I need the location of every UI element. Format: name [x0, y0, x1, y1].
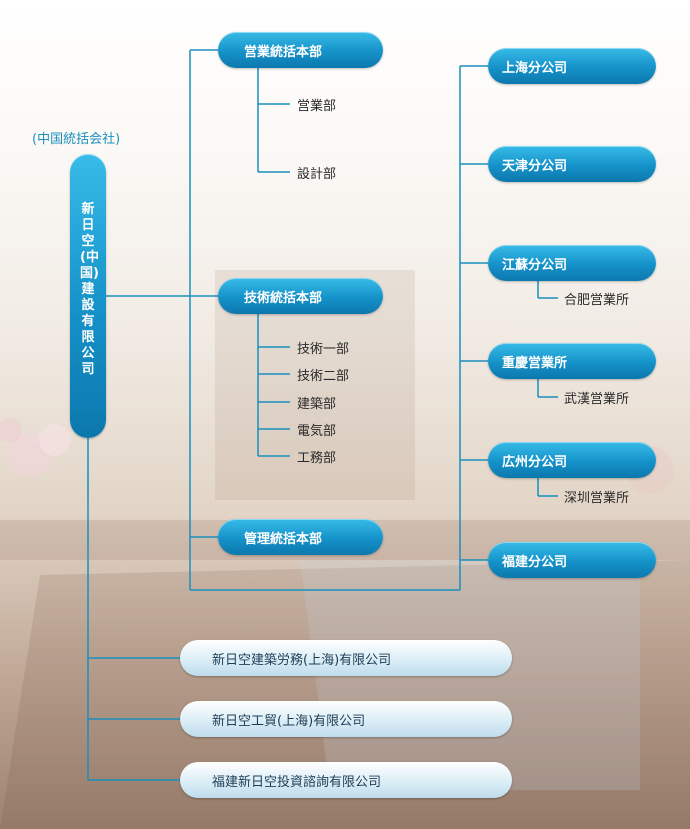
hq-name: 技術統括本部: [244, 290, 323, 306]
department-label: 営業部: [297, 99, 337, 114]
subsidiary-node: 新日空工貿(上海)有限公司: [180, 701, 512, 737]
branch-name: 福建分公司: [502, 554, 568, 570]
branch-name: 江蘇分公司: [502, 257, 568, 273]
hq-node-technical: 技術統括本部: [218, 278, 383, 314]
hq-node-management: 管理統括本部: [218, 519, 383, 555]
department-label: 電気部: [297, 424, 337, 439]
root-company-name: 新日空(中国)建設有限公司: [80, 202, 99, 377]
root-company-node: 新日空(中国)建設有限公司: [70, 154, 106, 438]
branch-name: 上海分公司: [502, 60, 568, 76]
branch-node: 上海分公司: [488, 48, 656, 84]
department-label: 技術一部: [297, 342, 350, 357]
branch-node: 広州分公司: [488, 442, 656, 478]
branch-node: 江蘇分公司: [488, 245, 656, 281]
sales-office-label: 深圳営業所: [564, 491, 630, 506]
subsidiary-name: 福建新日空投資諮詢有限公司: [212, 774, 382, 790]
hq-name: 営業統括本部: [244, 44, 323, 60]
department-label: 建築部: [297, 397, 337, 412]
branch-name: 重慶営業所: [502, 355, 568, 371]
hq-name: 管理統括本部: [244, 531, 323, 547]
branch-node: 重慶営業所: [488, 343, 656, 379]
department-label: 技術二部: [297, 369, 350, 384]
hq-node-sales: 営業統括本部: [218, 32, 383, 68]
subsidiary-node: 福建新日空投資諮詢有限公司: [180, 762, 512, 798]
sales-office-label: 武漢営業所: [564, 392, 630, 407]
branch-node: 福建分公司: [488, 542, 656, 578]
branch-name: 広州分公司: [502, 454, 568, 470]
branch-name: 天津分公司: [502, 158, 568, 174]
sales-office-label: 合肥営業所: [564, 293, 630, 308]
subsidiary-name: 新日空建築労務(上海)有限公司: [212, 652, 392, 668]
branch-node: 天津分公司: [488, 146, 656, 182]
subsidiary-name: 新日空工貿(上海)有限公司: [212, 713, 366, 729]
subsidiary-node: 新日空建築労務(上海)有限公司: [180, 640, 512, 676]
root-note: (中国統括会社): [32, 132, 121, 147]
department-label: 設計部: [297, 167, 337, 182]
department-label: 工務部: [297, 451, 337, 466]
